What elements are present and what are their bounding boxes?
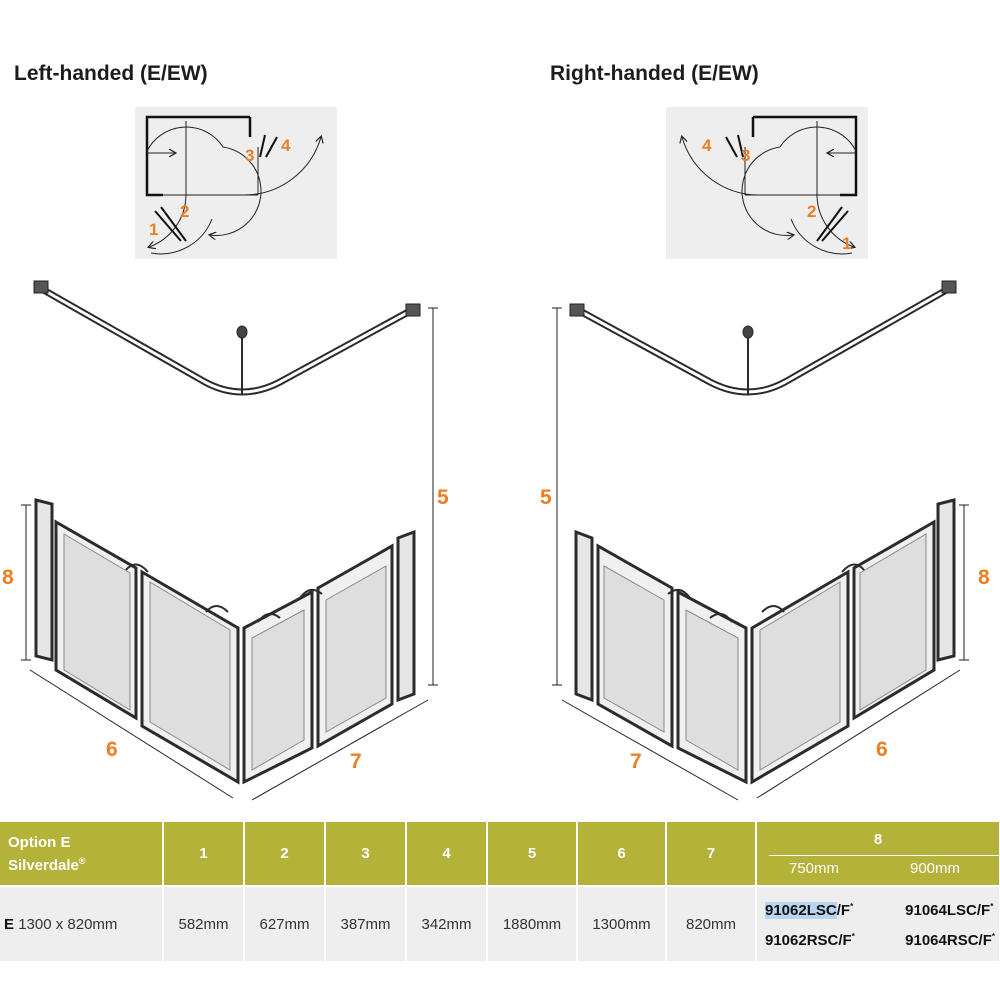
value-cell-2: 627mm [244, 885, 326, 961]
dimension-label-6: 6 [876, 738, 888, 761]
column-header-8-number: 8 [873, 831, 883, 848]
value-cell-4: 342mm [406, 885, 488, 961]
curtain-rail [33, 280, 421, 396]
right-enclosure-svg: 5 8 6 7 [540, 280, 990, 801]
column-header-6: 6 [577, 822, 667, 886]
size-cell: E 1300 x 820mm [0, 885, 164, 961]
dimension-label-7: 7 [630, 750, 642, 773]
dimension-label-6: 6 [106, 738, 118, 761]
column-header-3: 3 [325, 822, 407, 886]
code-right-900[interactable]: 91064RSC/F* [905, 932, 995, 949]
registered-mark: ® [78, 855, 86, 866]
option-header: Option E Silverdale® [0, 822, 164, 886]
dimension-label-8: 8 [2, 566, 14, 589]
left-handed-heading: Left-handed (E/EW) [14, 62, 208, 85]
option-name: Option E [8, 833, 71, 851]
option-model: Silverdale [8, 856, 79, 874]
highlighted-code-text: 91062LSC [765, 902, 837, 919]
size-letter: E [4, 915, 15, 933]
table-header-row: Option E Silverdale® 1 2 3 4 5 6 7 8 750… [0, 822, 1000, 886]
dimension-label-5: 5 [437, 486, 449, 509]
left-handed-enclosure-drawing: 5 8 6 7 [0, 270, 500, 810]
door-swing-arcs [146, 121, 321, 255]
column-header-8: 8 750mm 900mm [756, 822, 1000, 886]
door-swing-arcs [682, 121, 857, 255]
shower-tray-outline [744, 115, 858, 197]
dimension-label-7: 7 [350, 750, 362, 773]
height-750-subheader: 750mm [789, 860, 840, 877]
curtain-rail [569, 280, 957, 396]
plan-label-1: 1 [842, 234, 851, 253]
plan-label-2: 2 [807, 202, 816, 221]
column-header-5: 5 [487, 822, 578, 886]
height-900-subheader: 900mm [910, 860, 961, 877]
screen-glass [603, 533, 927, 771]
dimension-lines [21, 307, 438, 801]
left-enclosure-svg: 5 8 6 7 [2, 280, 449, 801]
codes-750mm: 91062LSC/F* 91062RSC/F* [765, 894, 855, 954]
value-cell-1: 582mm [163, 885, 245, 961]
left-handed-plan-diagram: 1 2 3 4 [135, 107, 337, 259]
code-left-750[interactable]: 91062LSC/F* [765, 902, 854, 919]
value-cell-5: 1880mm [487, 885, 578, 961]
right-plan-svg: 1 2 3 4 [666, 115, 858, 255]
specification-table: Option E Silverdale® 1 2 3 4 5 6 7 8 750… [0, 822, 1000, 961]
right-handed-plan-diagram: 1 2 3 4 [666, 107, 868, 259]
column-header-4: 4 [406, 822, 488, 886]
folded-door-panels [725, 134, 849, 242]
right-handed-heading: Right-handed (E/EW) [550, 62, 759, 85]
folded-door-panels [154, 134, 278, 242]
column-header-1: 1 [163, 822, 245, 886]
dimension-lines [552, 307, 969, 801]
hinges [125, 563, 323, 623]
code-left-900[interactable]: 91064LSC/F* [905, 902, 994, 919]
codes-900mm: 91064LSC/F* 91064RSC/F* [905, 894, 995, 954]
screen-glass [63, 533, 387, 771]
value-cell-3: 387mm [325, 885, 407, 961]
right-handed-enclosure-drawing: 5 8 6 7 [500, 270, 1000, 810]
dimension-label-8: 8 [978, 566, 990, 589]
header-divider [769, 855, 999, 856]
dimension-label-5: 5 [540, 486, 552, 509]
left-plan-svg: 1 2 3 4 [145, 115, 337, 255]
column-header-2: 2 [244, 822, 326, 886]
plan-label-1: 1 [149, 220, 158, 239]
value-cell-7: 820mm [666, 885, 757, 961]
shower-tray-outline [145, 115, 259, 197]
value-cell-6: 1300mm [577, 885, 667, 961]
hinges [667, 563, 865, 623]
product-codes-cell: 91062LSC/F* 91062RSC/F* 91064LSC/F* 9106… [756, 885, 1000, 961]
table-row: E 1300 x 820mm 582mm 627mm 387mm 342mm 1… [0, 885, 1000, 961]
column-header-7: 7 [666, 822, 757, 886]
plan-label-3: 3 [245, 146, 254, 165]
plan-label-4: 4 [702, 136, 712, 155]
plan-label-2: 2 [180, 202, 189, 221]
plan-label-3: 3 [741, 146, 750, 165]
code-right-750[interactable]: 91062RSC/F* [765, 932, 855, 949]
size-text: 1300 x 820mm [18, 915, 118, 933]
plan-label-4: 4 [281, 136, 291, 155]
